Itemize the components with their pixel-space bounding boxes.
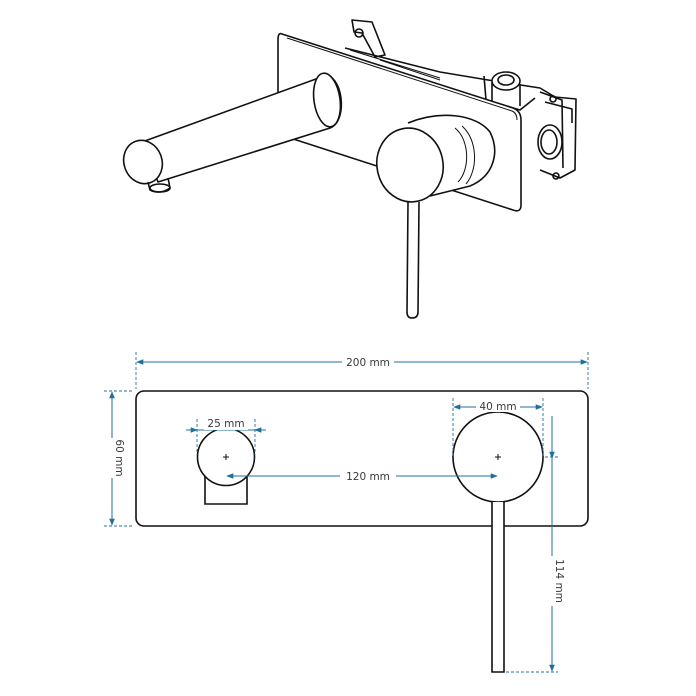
- dim-center-distance: 120 mm: [226, 469, 498, 483]
- mounting-bracket: [344, 19, 577, 180]
- isometric-view: [122, 19, 577, 319]
- dim-overall-height: 60 mm: [104, 390, 134, 527]
- dim-spout-diameter: 25 mm: [186, 417, 266, 455]
- spout-outlet: [196, 427, 256, 505]
- mixer-handle: [376, 114, 496, 319]
- label-overall-width: 200 mm: [346, 357, 390, 369]
- front-plate: [135, 390, 589, 527]
- dim-handle-diameter: 40 mm: [452, 398, 544, 456]
- label-handle-diameter: 40 mm: [479, 401, 516, 413]
- spout: [122, 72, 343, 193]
- dim-overall-width: 200 mm: [135, 352, 589, 389]
- handle-front: [452, 411, 544, 673]
- dim-lever-height: 114 mm: [506, 416, 565, 673]
- label-lever-height: 114 mm: [553, 559, 565, 603]
- label-spout-diameter: 25 mm: [207, 418, 244, 430]
- label-overall-height: 60 mm: [113, 439, 125, 476]
- label-center-distance: 120 mm: [346, 471, 390, 483]
- front-view: 200 mm 60 mm 25 mm 40 mm: [104, 352, 589, 673]
